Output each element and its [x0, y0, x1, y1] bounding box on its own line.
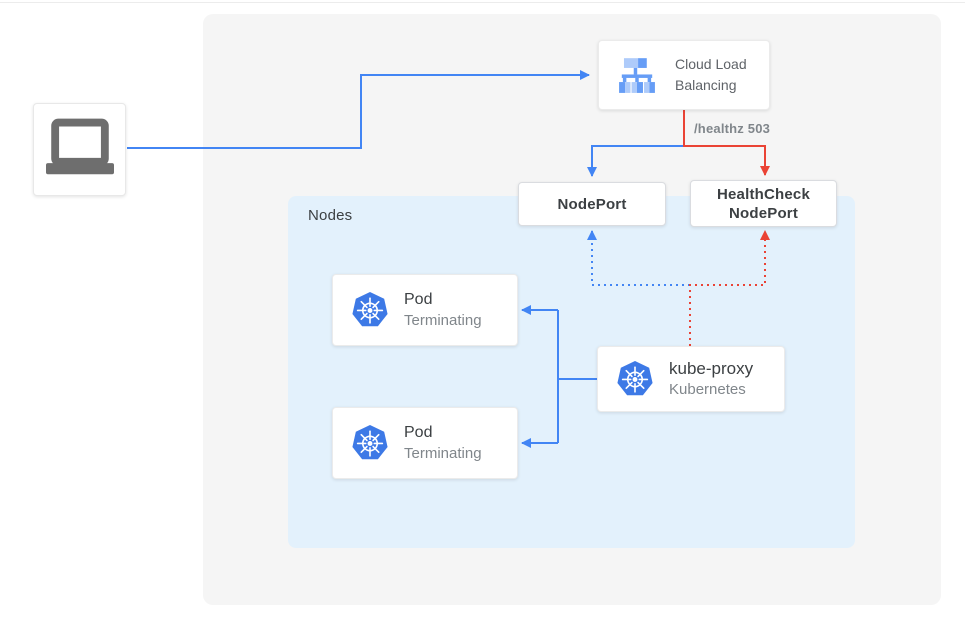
pod-title: Pod [404, 424, 433, 441]
kubernetes-icon [351, 291, 389, 329]
kube-proxy-text: kube-proxy Kubernetes [669, 358, 753, 400]
top-divider [0, 2, 965, 3]
cloud-load-balancing-label: Cloud Load Balancing [675, 56, 747, 93]
healthcheck-nodeport-line2: NodePort [728, 204, 799, 222]
cloud-load-balancing-node: Cloud Load Balancing [598, 40, 770, 110]
nodeport-node: NodePort [518, 182, 666, 226]
pod-node-2: Pod Terminating [332, 407, 518, 479]
kube-proxy-subtitle: Kubernetes [669, 381, 746, 398]
kubernetes-icon [351, 424, 389, 462]
load-balancer-icon [615, 56, 659, 94]
pod-text: Pod Terminating [404, 289, 482, 331]
pod-title: Pod [404, 291, 433, 308]
nodes-group-label: Nodes [308, 207, 353, 224]
client-node [33, 103, 126, 196]
healthcheck-nodeport-line1: HealthCheck [716, 185, 811, 203]
healthcheck-nodeport-node: HealthCheck NodePort [690, 180, 837, 227]
pod-text: Pod Terminating [404, 422, 482, 464]
kubernetes-icon [616, 360, 654, 398]
pod-status: Terminating [404, 445, 482, 462]
kube-proxy-node: kube-proxy Kubernetes [597, 346, 785, 412]
laptop-icon [42, 116, 118, 184]
healthz-status-label: /healthz 503 [694, 121, 771, 136]
pod-node-1: Pod Terminating [332, 274, 518, 346]
kube-proxy-title: kube-proxy [669, 359, 754, 378]
pod-status: Terminating [404, 312, 482, 329]
